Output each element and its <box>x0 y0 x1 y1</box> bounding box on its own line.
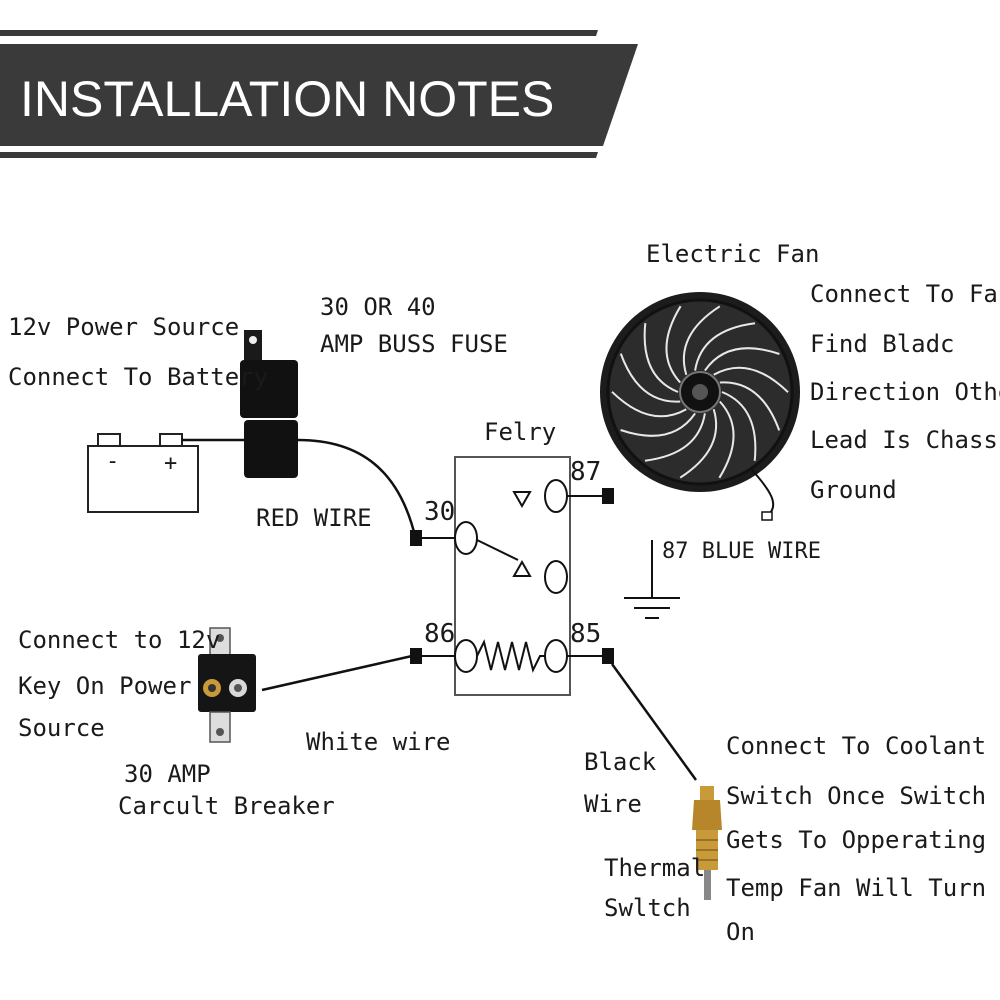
battery-plus-label: + <box>164 451 177 476</box>
red-wire-label: RED WIRE <box>256 504 372 532</box>
thermal-switch-label-1: Thermal <box>604 854 705 882</box>
coolant-note-line-5: On <box>726 918 755 946</box>
relay-terminals <box>410 488 614 664</box>
battery: - + <box>87 433 199 513</box>
thermal-switch <box>692 786 722 900</box>
coolant-note-line-3: Gets To Opperating <box>726 826 986 854</box>
fan-blade <box>713 366 789 393</box>
red-wire <box>297 438 418 541</box>
relay-label: Felry <box>484 418 556 446</box>
fan-note-line-2: Find Bladc <box>810 330 955 358</box>
relay <box>454 456 571 696</box>
electric-fan-label: Electric Fan <box>646 240 819 268</box>
electric-fan <box>600 292 800 521</box>
black-wire-label-2: Wire <box>584 790 642 818</box>
fan-note-line-4: Lead Is Chassis <box>810 426 1000 454</box>
circuit-breaker <box>198 627 256 743</box>
black-wire <box>610 663 698 781</box>
battery-minus-label: - <box>106 449 119 474</box>
pin-85-label: 85 <box>570 619 601 649</box>
fan-blade <box>679 408 718 479</box>
fan-blade <box>718 400 735 479</box>
fan-blade <box>719 381 781 431</box>
white-wire-label: White wire <box>306 728 451 756</box>
coolant-note-line-4: Temp Fan Will Turn <box>726 874 986 902</box>
breaker-label-1: 30 AMP <box>124 760 211 788</box>
coolant-note-line-1: Connect To Coolant <box>726 732 986 760</box>
ground-symbol <box>624 540 680 619</box>
pin-86-label: 86 <box>424 619 455 649</box>
header-banner: INSTALLATION NOTES <box>0 30 638 158</box>
fan-blade <box>611 391 687 418</box>
coolant-note-line-2: Switch Once Switch <box>726 782 986 810</box>
blue-wire-label: 87 BLUE WIRE <box>662 539 821 564</box>
power-source-label-1: 12v Power Source <box>8 313 239 341</box>
fan-blade <box>704 347 780 372</box>
fan-blade <box>721 391 757 461</box>
fan-blade <box>665 305 682 384</box>
fan-blade <box>694 322 756 371</box>
key-on-label-2: Key On Power <box>18 672 191 700</box>
fan-blade <box>682 305 721 376</box>
fuse-label-2: AMP BUSS FUSE <box>320 330 508 358</box>
key-on-label-3: Source <box>18 714 105 742</box>
fan-blade <box>644 413 706 462</box>
fan-blade <box>620 412 696 437</box>
fan-note-line-1: Connect To Fan <box>810 280 1000 308</box>
fan-note-line-5: Ground <box>810 476 897 504</box>
thermal-switch-label-2: Swltch <box>604 894 691 922</box>
fan-note-line-3: Direction Other <box>810 378 1000 406</box>
key-on-label-1: Connect to 12v <box>18 626 220 654</box>
pin-30-label: 30 <box>424 497 455 527</box>
breaker-label-2: Carcult Breaker <box>118 792 335 820</box>
fuse-label-1: 30 OR 40 <box>320 293 436 321</box>
black-wire-label-1: Black <box>584 748 657 776</box>
fan-blade <box>619 353 681 403</box>
power-source-label-2: Connect To Battery <box>8 363 268 391</box>
fan-blade <box>643 323 679 393</box>
fuse-holder <box>240 330 298 478</box>
pin-87-label: 87 <box>570 457 601 487</box>
white-wire <box>261 654 413 692</box>
page-title: INSTALLATION NOTES <box>20 71 554 127</box>
